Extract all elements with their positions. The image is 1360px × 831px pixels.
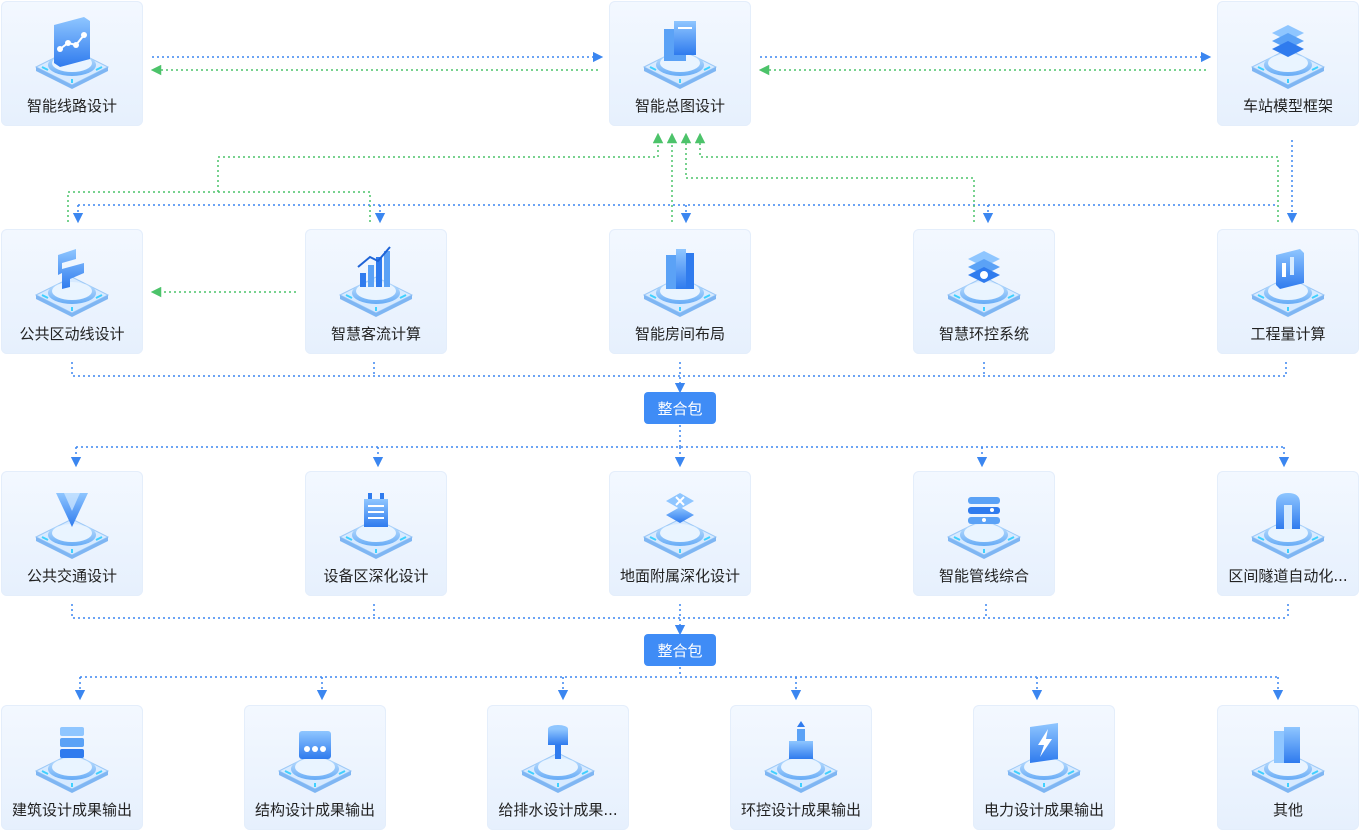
- funnel-icon: [32, 493, 112, 559]
- integration-package-hub[interactable]: 整合包: [644, 634, 716, 666]
- node-label: 公共区动线设计: [19, 325, 125, 343]
- node-label: 智能管线综合: [938, 567, 1029, 585]
- structure-block-icon: [275, 731, 355, 793]
- layers-icon: [1248, 25, 1328, 89]
- node-structure-output[interactable]: 结构设计成果输出: [244, 705, 386, 830]
- node-equipment-area-design[interactable]: 设备区深化设计: [305, 471, 447, 596]
- node-public-area-flow[interactable]: 公共区动线设计: [1, 229, 143, 354]
- node-power-output[interactable]: 电力设计成果输出: [973, 705, 1115, 830]
- node-other[interactable]: 其他: [1217, 705, 1359, 830]
- building-panels-icon: [640, 249, 720, 317]
- lightning-icon: [1004, 723, 1084, 793]
- node-hvac-output[interactable]: 环控设计成果输出: [730, 705, 872, 830]
- node-architecture-output[interactable]: 建筑设计成果输出: [1, 705, 143, 830]
- node-label: 公共交通设计: [26, 567, 117, 585]
- water-tank-icon: [518, 725, 598, 793]
- node-label: 电力设计成果输出: [983, 801, 1104, 819]
- stack-tower-icon: [32, 727, 112, 793]
- hvac-icon: [761, 721, 841, 793]
- node-label: 给排水设计成果...: [498, 801, 618, 819]
- node-label: 工程量计算: [1250, 325, 1326, 343]
- node-label: 智能线路设计: [26, 97, 117, 115]
- node-station-model-frame[interactable]: 车站模型框架: [1217, 1, 1359, 126]
- node-quantity-calc[interactable]: 工程量计算: [1217, 229, 1359, 354]
- stacked-layers-icon: [944, 251, 1024, 317]
- route-board-icon: [32, 17, 112, 89]
- node-label: 其他: [1272, 801, 1303, 819]
- node-label: 智能总图设计: [634, 97, 725, 115]
- node-water-supply-output[interactable]: 给排水设计成果...: [487, 705, 629, 830]
- green-feedback-public: [67, 132, 664, 222]
- node-smart-pipeline-integration[interactable]: 智能管线综合: [913, 471, 1055, 596]
- node-label: 设备区深化设计: [323, 567, 429, 585]
- green-feedback-hvac: [680, 132, 975, 222]
- green-feedback-quantity: [694, 132, 1279, 222]
- tunnel-icon: [1248, 493, 1328, 559]
- pipes-icon: [944, 497, 1024, 559]
- tablet-icon: [1248, 249, 1328, 317]
- integration-package-hub[interactable]: 整合包: [644, 392, 716, 424]
- node-label: 建筑设计成果输出: [11, 801, 132, 819]
- node-smart-room-layout[interactable]: 智能房间布局: [609, 229, 751, 354]
- node-label: 结构设计成果输出: [254, 801, 375, 819]
- node-label: 区间隧道自动化...: [1228, 567, 1348, 585]
- node-smart-hvac-system[interactable]: 智慧环控系统: [913, 229, 1055, 354]
- node-smart-line-route[interactable]: 智能线路设计: [1, 1, 143, 126]
- node-label: 智慧环控系统: [938, 325, 1029, 343]
- node-label: 环控设计成果输出: [740, 801, 861, 819]
- node-passenger-flow-calc[interactable]: 智慧客流计算: [305, 229, 447, 354]
- node-label: 车站模型框架: [1242, 97, 1333, 115]
- node-ground-auxiliary-design[interactable]: 地面附属深化设计: [609, 471, 751, 596]
- green-feedback-passenger: [218, 191, 371, 222]
- flow-path-icon: [32, 249, 112, 317]
- node-smart-master-plan[interactable]: 智能总图设计: [609, 1, 751, 126]
- equipment-icon: [336, 493, 416, 559]
- bar-chart-icon: [336, 246, 416, 317]
- node-tunnel-automation[interactable]: 区间隧道自动化...: [1217, 471, 1359, 596]
- node-label: 地面附属深化设计: [619, 567, 740, 585]
- documents-icon: [640, 21, 720, 89]
- folder-icon: [1248, 727, 1328, 793]
- node-label: 智慧客流计算: [330, 325, 421, 343]
- node-label: 智能房间布局: [634, 325, 725, 343]
- node-public-transport-design[interactable]: 公共交通设计: [1, 471, 143, 596]
- cross-block-icon: [640, 493, 720, 559]
